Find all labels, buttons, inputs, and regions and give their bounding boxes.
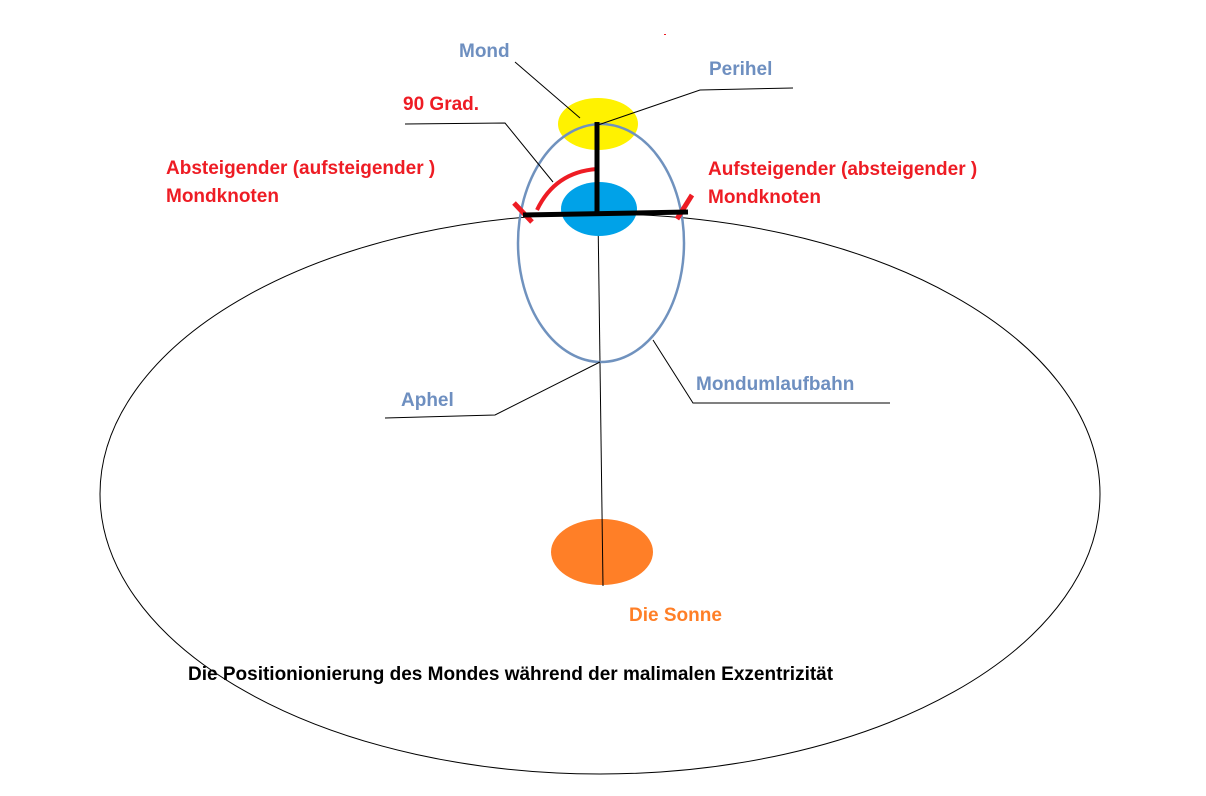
sun-label: Die Sonne [629, 605, 722, 626]
moon-orbit-label: Mondumlaufbahn [696, 374, 855, 395]
moon-leader [514, 61, 581, 119]
sun-earth-line [597, 214, 604, 587]
right-angle-leader [404, 122, 554, 183]
moon-orbit-leader [652, 339, 890, 404]
diagram-caption: Die Positionionierung des Mondes während… [188, 664, 834, 685]
descending-node-label-line2: Mondknoten [166, 186, 279, 207]
perihelion-label: Perihel [709, 59, 773, 80]
node-line [522, 209, 689, 218]
right-angle-arc [535, 167, 598, 211]
moon-label: Mond [459, 41, 510, 62]
ascending-node-mark [674, 193, 695, 221]
ascending-node-label-line1: Aufsteigender (absteigender ) [708, 159, 978, 180]
earth-orbit [99, 213, 1101, 775]
aphelion-leader [384, 361, 601, 419]
sun [551, 519, 653, 585]
moon-orbit [516, 122, 686, 364]
descending-node-label-line1: Absteigender (aufsteigender ) [166, 158, 436, 179]
right-angle-label: 90 Grad. [403, 94, 480, 115]
perihelion-leader [597, 87, 794, 126]
aphelion-label: Aphel [401, 390, 454, 411]
red-dot [664, 34, 666, 35]
ascending-node-label-line2: Mondknoten [708, 187, 821, 208]
